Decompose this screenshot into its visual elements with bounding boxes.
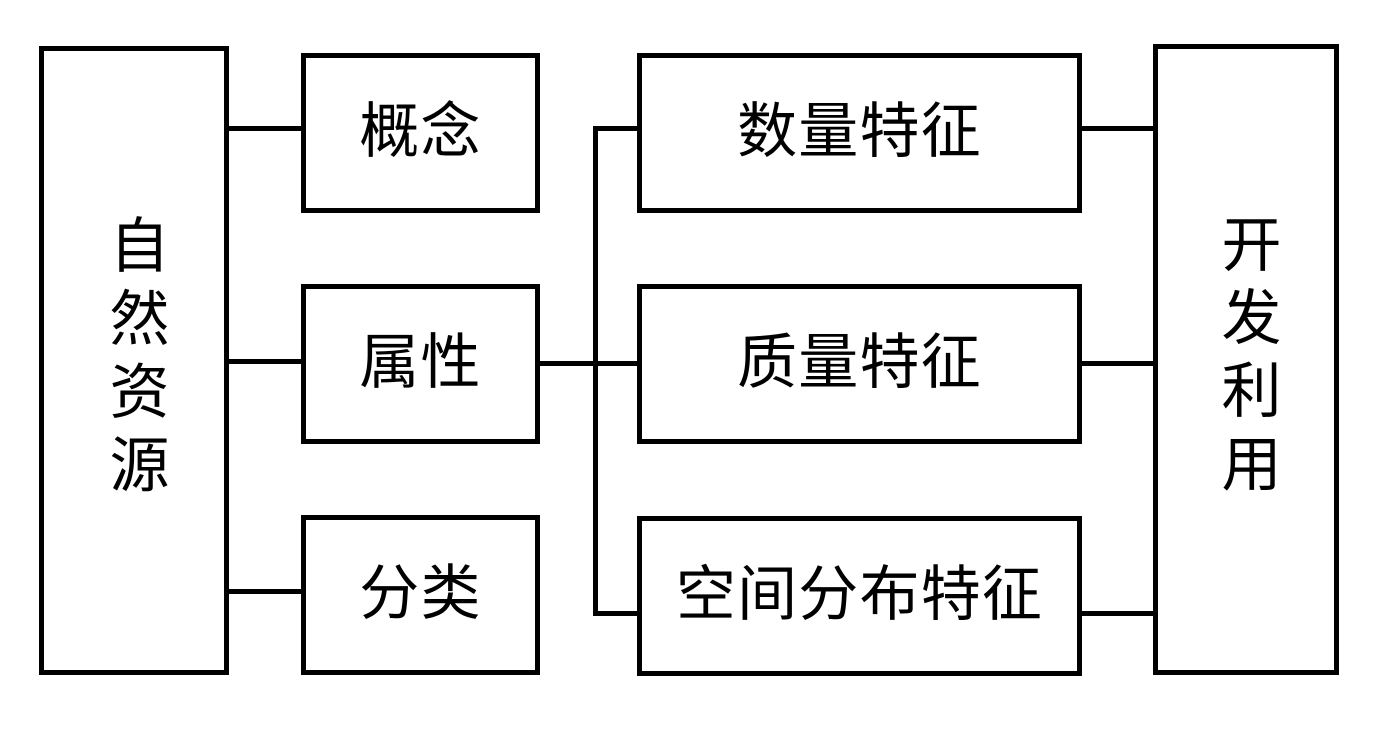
node-development-utilization[interactable]: 开发利用	[1153, 44, 1339, 675]
node-spatial-distribution-characteristics[interactable]: 空间分布特征	[637, 516, 1082, 676]
connector-quality-development	[1080, 361, 1155, 366]
node-quantity-characteristics-label: 数量特征	[737, 97, 982, 168]
connector-quantity-development	[1080, 126, 1155, 131]
node-spatial-distribution-characteristics-label: 空间分布特征	[675, 560, 1044, 631]
connector-natural-resources-attribute	[227, 359, 303, 364]
connector-spatial-development	[1080, 611, 1155, 616]
connector-bus-quality	[593, 361, 639, 366]
node-concept-label: 概念	[359, 97, 482, 168]
node-development-utilization-label: 开发利用	[1211, 213, 1281, 506]
node-quantity-characteristics[interactable]: 数量特征	[637, 53, 1082, 213]
node-quality-characteristics-label: 质量特征	[737, 328, 982, 399]
node-quality-characteristics[interactable]: 质量特征	[637, 284, 1082, 444]
connector-bus-spatial	[593, 611, 639, 616]
connector-bus-quantity	[593, 126, 639, 131]
node-classification-label: 分类	[359, 559, 482, 630]
node-natural-resources-label: 自然资源	[99, 214, 169, 507]
node-natural-resources[interactable]: 自然资源	[39, 46, 229, 675]
node-classification[interactable]: 分类	[301, 515, 540, 675]
node-attribute[interactable]: 属性	[301, 284, 540, 444]
connector-attribute-bus	[538, 361, 598, 366]
connector-natural-resources-concept	[227, 126, 303, 131]
connector-vertical-bus	[593, 126, 598, 616]
node-concept[interactable]: 概念	[301, 53, 540, 213]
connector-natural-resources-classification	[227, 589, 303, 594]
node-attribute-label: 属性	[359, 328, 482, 399]
